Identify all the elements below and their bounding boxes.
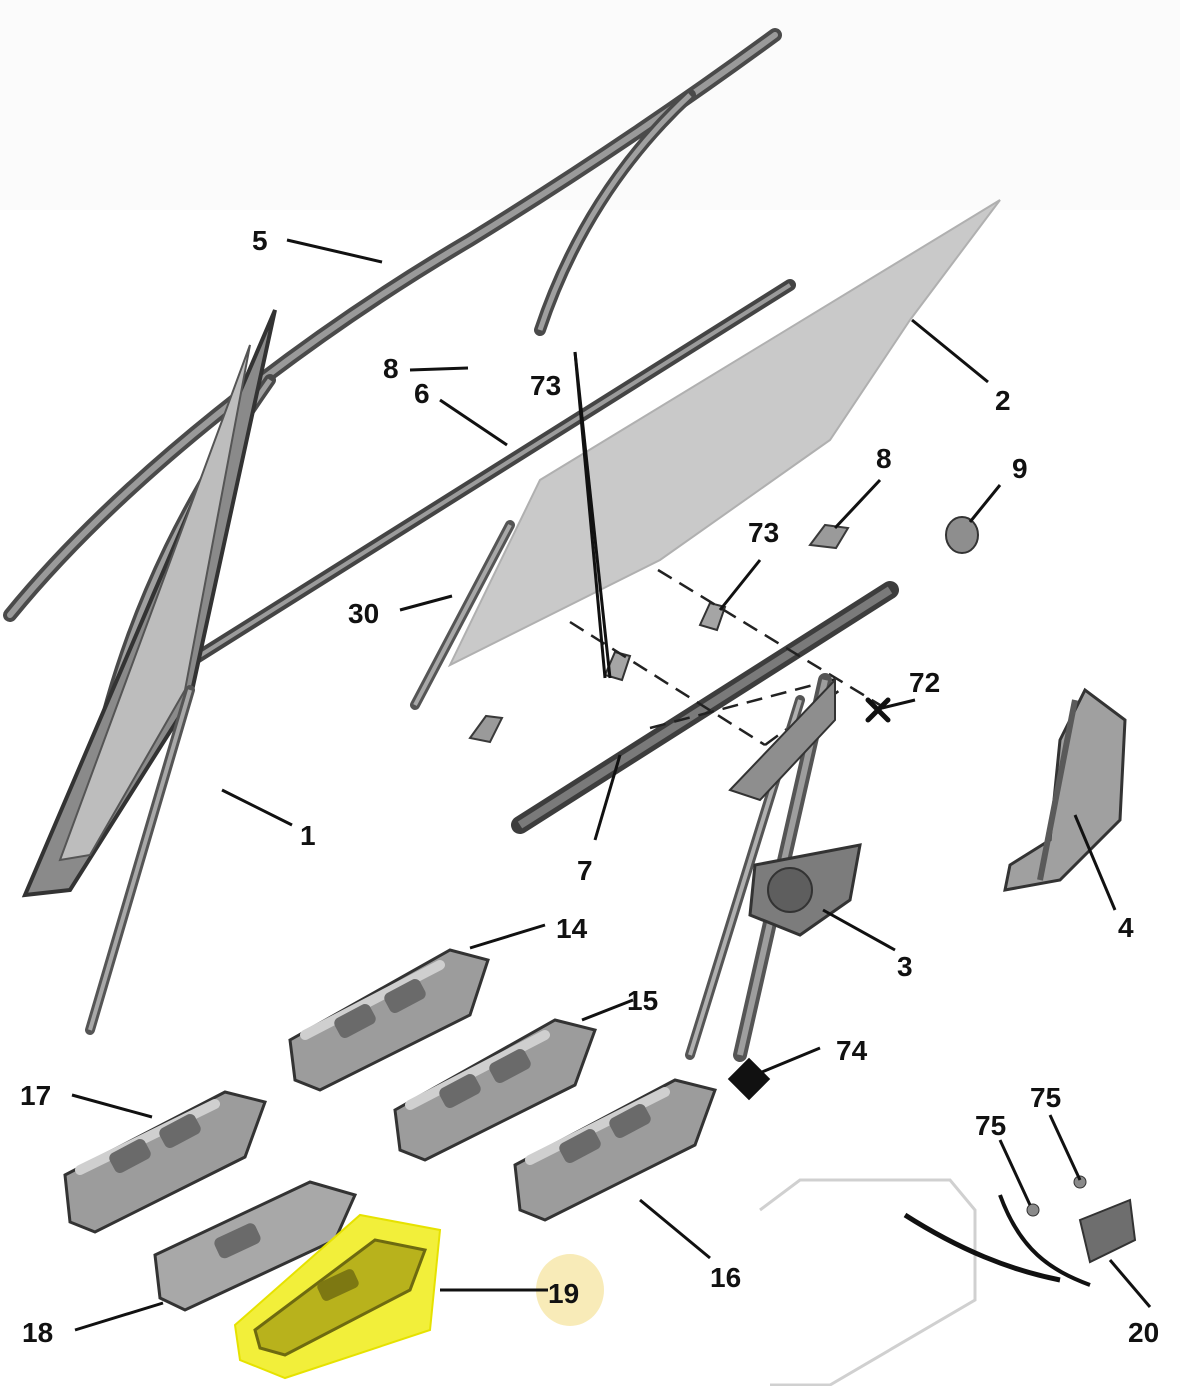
part-14-switch-panel — [288, 948, 490, 1092]
callout-labels: 5 6 2 8 9 73 30 8 73 72 1 7 4 14 3 15 74… — [20, 225, 1159, 1348]
callout-7: 7 — [577, 855, 593, 886]
callout-3: 3 — [897, 951, 913, 982]
part-2-door-glass — [447, 199, 1001, 668]
callout-17: 17 — [20, 1080, 51, 1111]
part-73-glass-clip-lower — [603, 650, 632, 682]
part-30-channel — [410, 520, 515, 710]
part-4-regulator-bracket — [1003, 687, 1127, 892]
callout-18: 18 — [22, 1317, 53, 1348]
callout-4: 4 — [1118, 912, 1134, 943]
part-3-window-regulator — [685, 673, 862, 1062]
part-9-grommet — [945, 516, 979, 554]
callout-14: 14 — [556, 913, 588, 944]
part-73-glass-clip-upper — [698, 601, 727, 632]
part-19-highlighted-switch — [233, 1213, 604, 1380]
callout-8-upper: 8 — [876, 443, 892, 474]
callout-73-lower: 73 — [530, 370, 561, 401]
part-74-pad — [727, 1057, 771, 1101]
part-8-clip-lower — [468, 714, 504, 744]
part-8-clip-upper — [808, 523, 850, 550]
callout-75-left: 75 — [975, 1110, 1006, 1141]
callout-73-upper: 73 — [748, 517, 779, 548]
callout-20: 20 — [1128, 1317, 1159, 1348]
callout-74: 74 — [836, 1035, 868, 1066]
callout-75-right: 75 — [1030, 1082, 1061, 1113]
callout-9: 9 — [1012, 453, 1028, 484]
callout-16: 16 — [710, 1262, 741, 1293]
leader-lines — [71, 238, 1152, 1332]
callout-2: 2 — [995, 385, 1011, 416]
callout-19: 19 — [548, 1278, 579, 1309]
part-72-screw-marker — [865, 697, 891, 723]
callout-30: 30 — [348, 598, 379, 629]
callout-6: 6 — [414, 378, 430, 409]
part-6-belt-strip — [179, 279, 796, 671]
part-1-quarter-window — [21, 309, 277, 1035]
part-15-switch-panel — [393, 1018, 597, 1162]
background-band — [0, 0, 1180, 210]
part-16-switch-panel — [513, 1078, 717, 1222]
callout-15: 15 — [627, 985, 658, 1016]
part-20-door-module — [759, 1175, 1137, 1386]
callout-5: 5 — [252, 225, 268, 256]
callout-72: 72 — [909, 667, 940, 698]
callout-8-lower: 8 — [383, 353, 399, 384]
callout-1: 1 — [300, 820, 316, 851]
part-17-switch-panel — [63, 1090, 267, 1234]
